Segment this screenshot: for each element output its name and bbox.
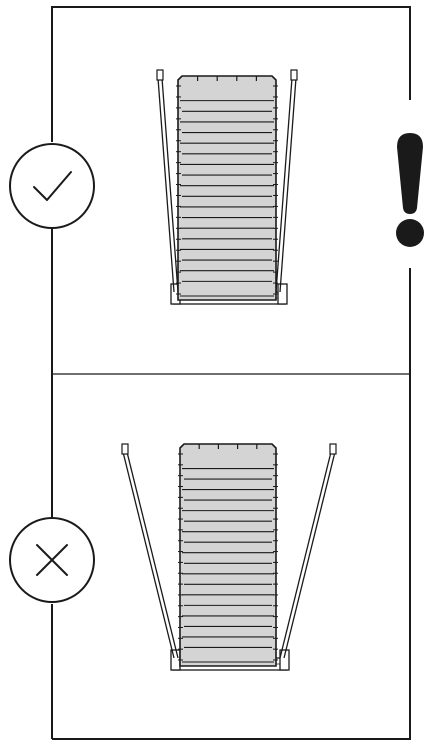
drying-panel: [179, 443, 277, 667]
side-rail-right-outer: [275, 77, 293, 293]
side-rail-left-cap: [121, 443, 129, 455]
cross-icon: [9, 517, 95, 603]
side-rail-left-inner: [161, 77, 179, 293]
side-rail-right-inner: [283, 451, 336, 659]
drying-rack-correct: [156, 69, 298, 305]
side-rail-right-cap: [329, 443, 337, 455]
side-rail-right: [279, 443, 337, 659]
side-rail-left-outer: [157, 77, 175, 293]
side-rail-right-inner: [279, 77, 297, 293]
drying-panel: [177, 75, 277, 301]
frame-right-bottom-edge: [52, 268, 411, 740]
side-rail-left-inner: [126, 451, 179, 659]
base-foot-right: [277, 283, 288, 305]
frame-top-edge: [51, 6, 411, 142]
side-rail-left: [156, 69, 179, 293]
drying-rack-incorrect: [121, 443, 337, 671]
side-rail-left-cap: [156, 69, 164, 81]
base-foot-right: [279, 649, 290, 671]
side-rail-left-outer: [122, 451, 175, 659]
side-rail-right: [275, 69, 298, 293]
check-icon: [9, 143, 95, 229]
frame: [51, 6, 411, 740]
side-rail-right-outer: [279, 451, 332, 659]
exclamation-icon: [392, 100, 426, 268]
side-rail-right-cap: [290, 69, 298, 81]
side-rail-left: [121, 443, 179, 659]
